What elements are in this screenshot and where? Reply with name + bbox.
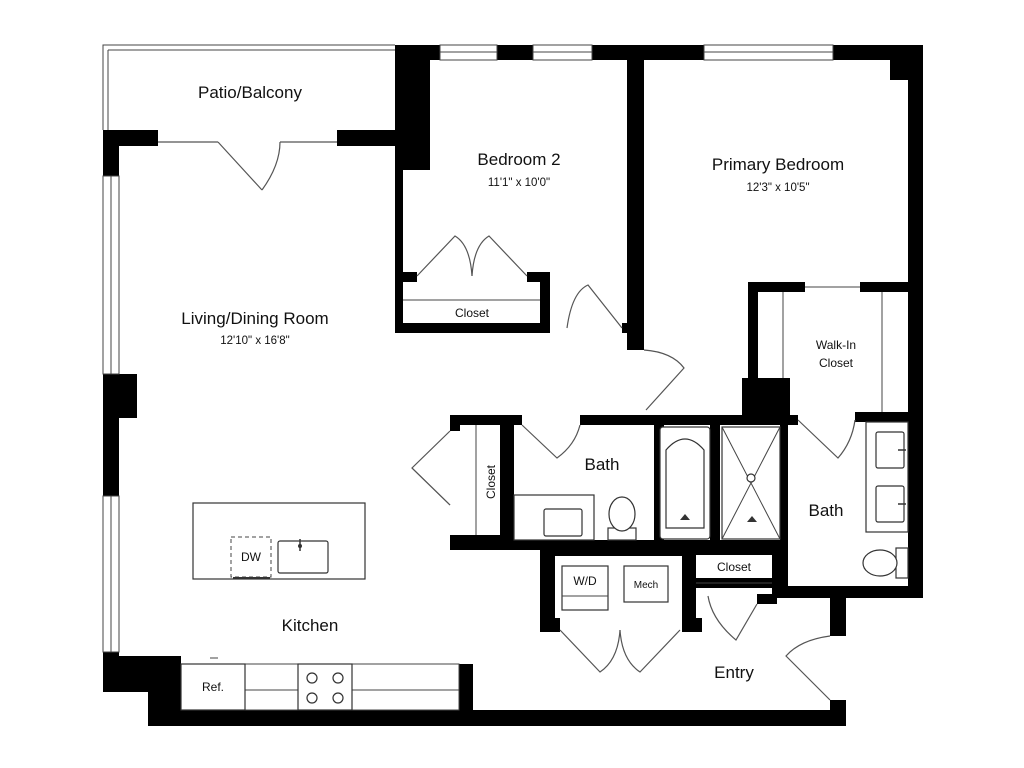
refrigerator-label: Ref. bbox=[202, 680, 224, 694]
mech-label: Mech bbox=[634, 580, 658, 591]
primary-bath-label: Bath bbox=[809, 501, 844, 520]
washer-dryer bbox=[561, 565, 609, 611]
primary-bath-vanity bbox=[865, 421, 909, 533]
entry-label: Entry bbox=[714, 663, 754, 682]
dishwasher-label: DW bbox=[241, 550, 262, 564]
entry-closet-label: Closet bbox=[717, 560, 752, 574]
refrigerator bbox=[180, 663, 246, 711]
patio-label: Patio/Balcony bbox=[198, 83, 302, 102]
labels: Patio/Balcony Bedroom 2 11'1" x 10'0" Pr… bbox=[181, 83, 856, 694]
range bbox=[297, 663, 353, 711]
primary-bedroom-dims: 12'3" x 10'5" bbox=[746, 182, 809, 194]
primary-bedroom-label: Primary Bedroom bbox=[712, 155, 844, 174]
hall-closet-label: Closet bbox=[484, 464, 498, 499]
bedroom2-label: Bedroom 2 bbox=[477, 150, 560, 169]
bathtub bbox=[659, 426, 711, 540]
walk-in-closet-label-2: Closet bbox=[819, 356, 854, 370]
mech-unit bbox=[623, 565, 669, 603]
hall-bath-toilet bbox=[607, 496, 637, 541]
windows bbox=[102, 44, 834, 653]
kitchen-label: Kitchen bbox=[282, 616, 339, 635]
walk-in-closet-label-1: Walk-In bbox=[816, 338, 856, 352]
doors bbox=[217, 141, 856, 701]
walls bbox=[103, 45, 923, 726]
primary-bath-toilet bbox=[862, 547, 909, 579]
island-sink bbox=[277, 540, 329, 574]
washer-dryer-label: W/D bbox=[573, 574, 597, 588]
bedroom2-closet-label: Closet bbox=[455, 306, 490, 320]
bedroom2-dims: 11'1" x 10'0" bbox=[488, 177, 550, 189]
fixtures bbox=[180, 421, 909, 711]
shower bbox=[721, 426, 781, 540]
hall-bath-label: Bath bbox=[585, 455, 620, 474]
living-dining-label: Living/Dining Room bbox=[181, 309, 328, 328]
living-dining-dims: 12'10" x 16'8" bbox=[220, 335, 289, 347]
